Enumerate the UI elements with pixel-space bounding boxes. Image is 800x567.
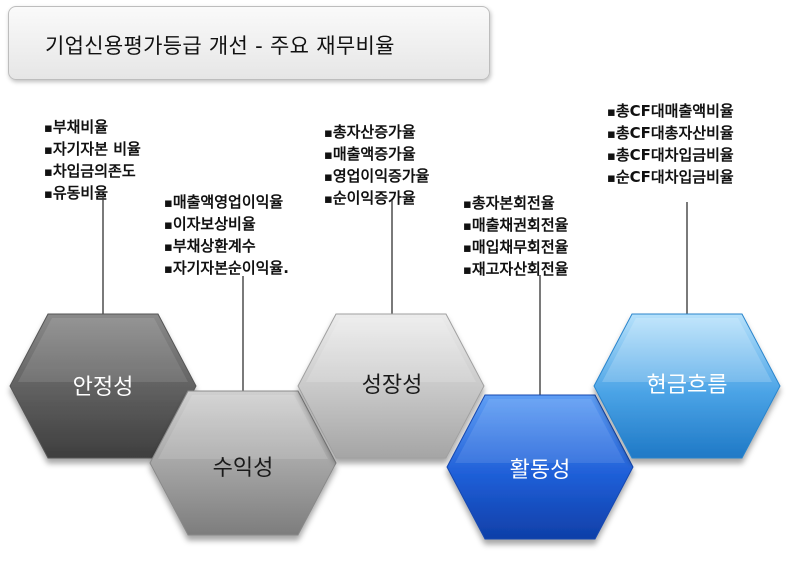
list-item: 재고자산회전율 xyxy=(463,259,569,281)
list-item: 총CF대매출액비율 xyxy=(607,101,734,123)
list-item: 이자보상비율 xyxy=(164,214,289,236)
list-item: 순이익증가율 xyxy=(324,188,429,210)
list-item: 자기자본 비율 xyxy=(44,139,141,161)
list-cashflow: 총CF대매출액비율 총CF대총자산비율 총CF대차입금비율 순CF대차입금비율 xyxy=(607,101,734,189)
hexagon-growth xyxy=(297,313,485,459)
list-item: 총CF대차입금비율 xyxy=(607,145,734,167)
list-item: 유동비율 xyxy=(44,183,141,205)
list-item: 총자본회전율 xyxy=(463,193,568,215)
list-item: 매출채권회전율 xyxy=(463,215,569,237)
list-item: 순CF대차입금비율 xyxy=(607,167,734,189)
hexagon-label-stability: 안정성 xyxy=(73,375,134,400)
list-item: 매출액증가율 xyxy=(324,144,429,166)
list-item: 매입채무회전율 xyxy=(463,237,569,259)
list-profitability: 매출액영업이익율 이자보상비율 부채상환계수 자기자본순이익율. xyxy=(164,192,289,280)
list-item: 자기자본순이익율. xyxy=(164,258,289,280)
list-item: 총CF대총자산비율 xyxy=(607,123,734,145)
hexagon-label-profitability: 수익성 xyxy=(213,456,274,481)
hexagon-cashflow xyxy=(593,313,781,459)
hexagon-label-cashflow: 현금흐름 xyxy=(647,373,728,398)
page-title: 기업신용평가등급 개선 - 주요 재무비율 xyxy=(45,34,395,58)
list-item: 차입금의존도 xyxy=(44,161,141,183)
hexagon-stability xyxy=(9,313,197,459)
hexagon-activity xyxy=(446,394,634,540)
list-stability: 부채비율 자기자본 비율 차입금의존도 유동비율 xyxy=(44,117,141,205)
hexagon-label-activity: 활동성 xyxy=(510,458,571,483)
hexagon-profitability xyxy=(149,390,337,536)
hexagon-label-growth: 성장성 xyxy=(362,373,423,398)
list-item: 영업이익증가율 xyxy=(324,166,430,188)
list-item: 총자산증가율 xyxy=(324,122,429,144)
list-item: 매출액영업이익율 xyxy=(164,192,289,214)
title-box: 기업신용평가등급 개선 - 주요 재무비율 xyxy=(8,6,490,80)
list-item: 부채상환계수 xyxy=(164,236,289,258)
list-growth: 총자산증가율 매출액증가율 영업이익증가율 순이익증가율 xyxy=(324,122,430,210)
list-activity: 총자본회전율 매출채권회전율 매입채무회전율 재고자산회전율 xyxy=(463,193,569,281)
list-item: 부채비율 xyxy=(44,117,141,139)
